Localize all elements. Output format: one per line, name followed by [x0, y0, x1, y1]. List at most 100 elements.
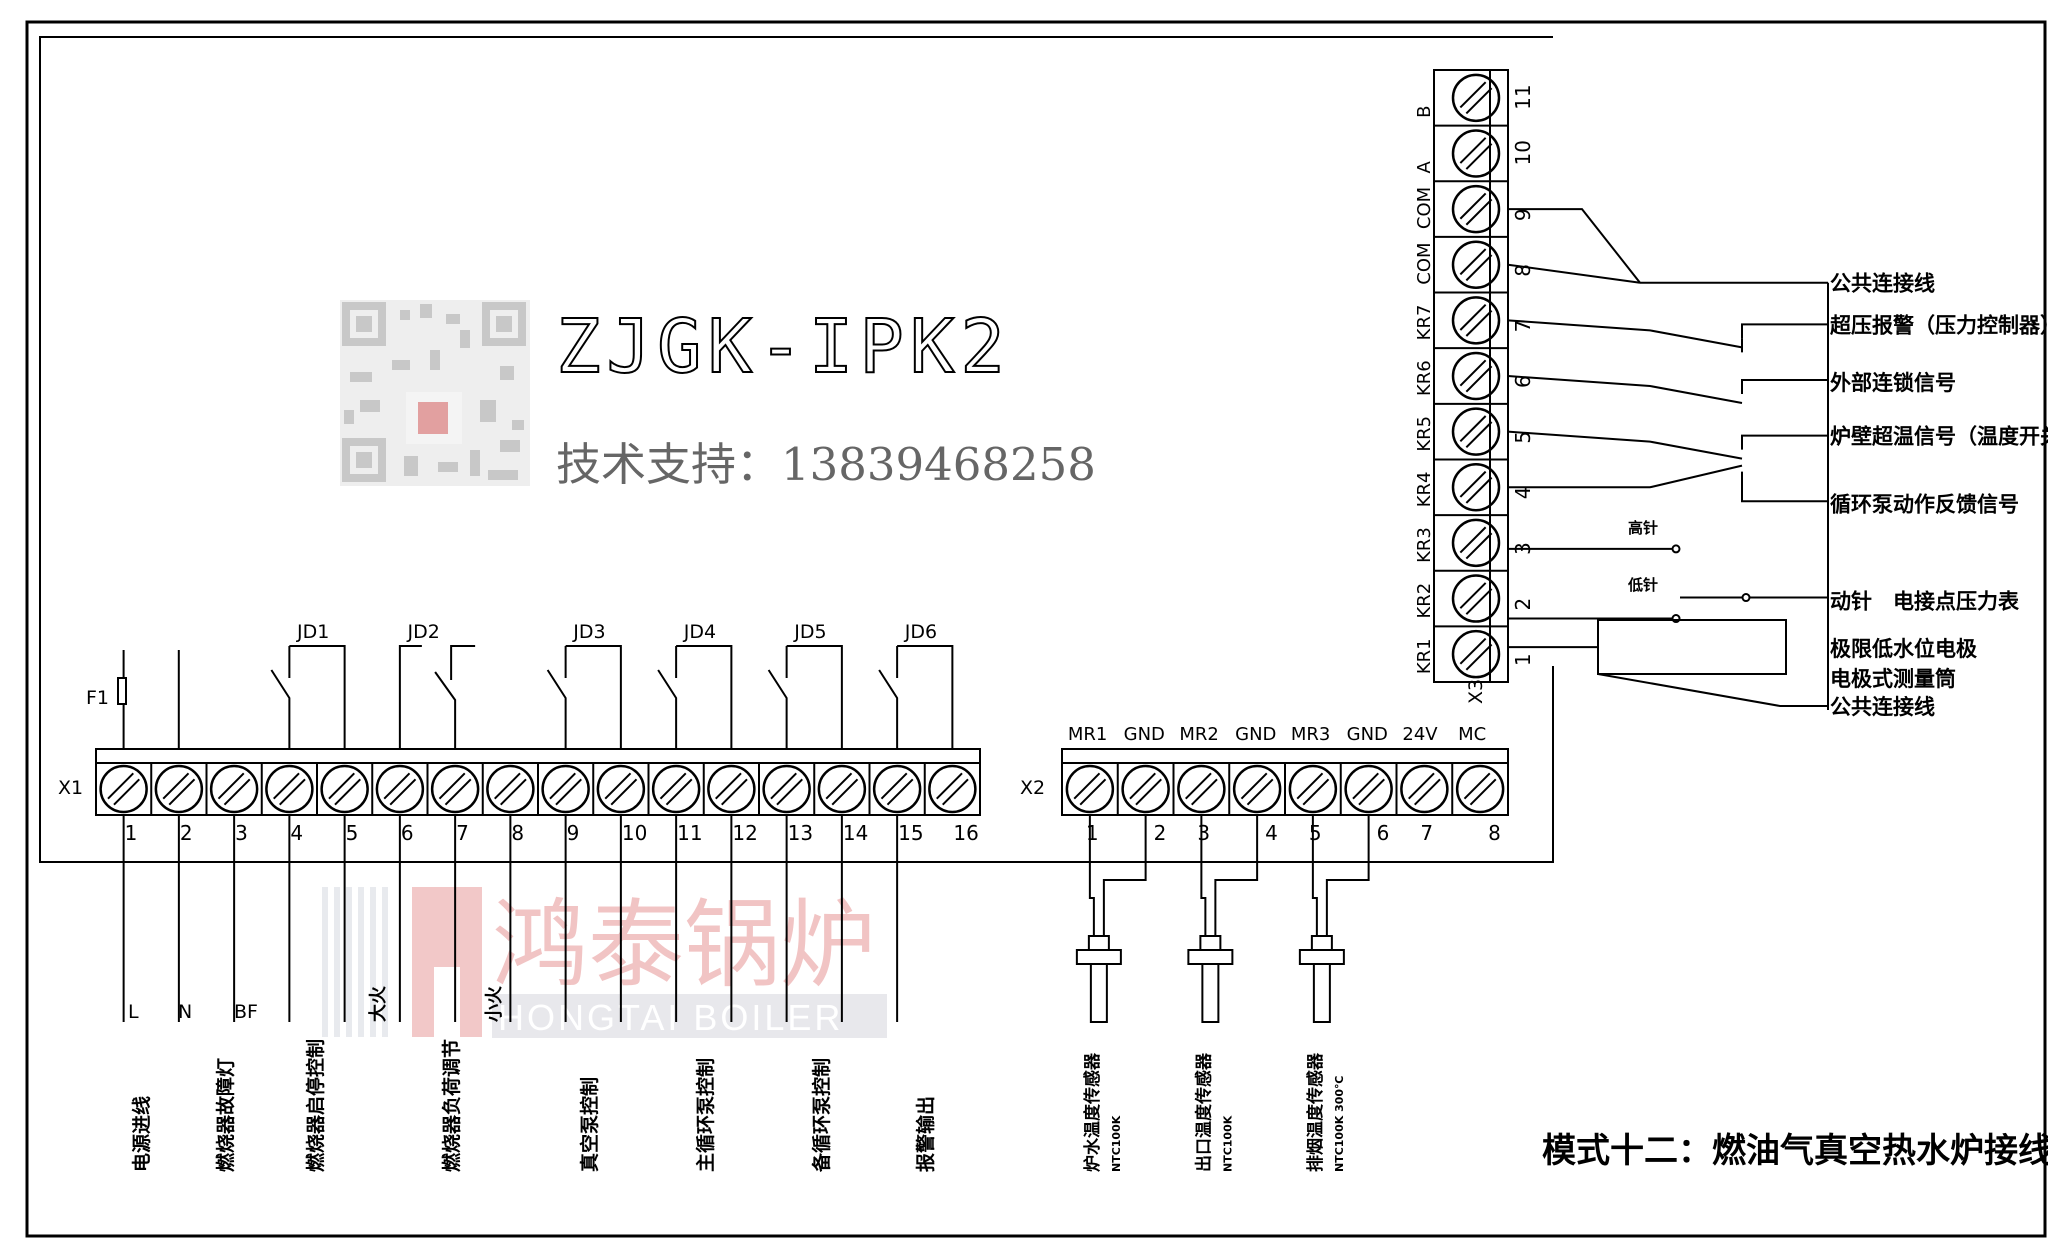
- x3-terminal-label: B: [1414, 105, 1435, 117]
- x2-header: MC: [1458, 724, 1486, 745]
- x1-terminal-number: 5: [346, 821, 359, 845]
- temperature-sensor: [1075, 815, 1147, 1023]
- watermark-en: HONGTAI BOILER: [498, 997, 843, 1038]
- relay-label: JD2: [407, 621, 440, 643]
- x1-terminal-number: 7: [456, 821, 469, 845]
- model-title: ZJGK-IPK2: [556, 304, 1011, 390]
- x3-screw: [1451, 518, 1501, 568]
- x1-label: X1: [58, 777, 83, 799]
- x3-terminal-number: 11: [1511, 84, 1535, 109]
- board-outline: [39, 36, 1554, 863]
- x1-screw: [541, 764, 590, 814]
- electrode-wiring: [1508, 619, 1828, 707]
- x1-screw: [430, 764, 480, 814]
- x2-terminal-number: 5: [1309, 821, 1322, 845]
- pressure-gauge-wiring: [1508, 544, 1828, 624]
- x3-terminal-label: A: [1414, 160, 1435, 173]
- x1-screw: [928, 764, 977, 814]
- x1-screw: [320, 764, 369, 814]
- x3-screw: [1451, 407, 1501, 456]
- needle-label-high: 高针: [1628, 519, 1658, 537]
- x2-screw: [1288, 764, 1338, 814]
- x3-screw: [1451, 463, 1501, 512]
- x1-terminal-number: 3: [235, 821, 248, 845]
- x3-right-label: 循环泵动作反馈信号: [1830, 492, 2019, 516]
- sensor-name: 排烟温度传感器: [1305, 1052, 1326, 1172]
- x1-screw: [99, 764, 148, 814]
- x2-header: MR2: [1179, 724, 1219, 745]
- x2-header: GND: [1124, 724, 1165, 745]
- x1-output-label: 燃烧器故障灯: [214, 1058, 237, 1172]
- x1-screw: [486, 764, 535, 814]
- x1-terminal-number: 12: [732, 821, 757, 845]
- support-text: 技术支持：13839468258: [556, 438, 1096, 491]
- relay-contact: [270, 645, 346, 749]
- x2-screw: [1400, 764, 1449, 814]
- x3-screw: [1451, 129, 1501, 178]
- x3-screw: [1451, 73, 1501, 123]
- x1-screw: [817, 764, 867, 814]
- x1-screw: [596, 764, 646, 814]
- x1-screw: [265, 764, 314, 814]
- sensor-name: 炉水温度传感器: [1082, 1052, 1103, 1172]
- x2-label: X2: [1020, 777, 1045, 799]
- x1-terminal-number: 6: [401, 821, 414, 845]
- x1-terminal-number: 16: [953, 821, 978, 845]
- x3-screw: [1451, 240, 1501, 289]
- fire-label-small: 小火: [484, 985, 505, 1022]
- x2-header: GND: [1235, 724, 1276, 745]
- x3-right-label: 公共连接线: [1830, 272, 1935, 296]
- x2-terminal-number: 2: [1154, 821, 1167, 845]
- relay-contact: [657, 645, 733, 749]
- x1-screw: [209, 764, 259, 814]
- x3-terminal-number: 2: [1511, 598, 1535, 611]
- x2-header: MR1: [1068, 724, 1108, 745]
- x3-label: X3: [1465, 679, 1487, 704]
- needle-label-low: 低针: [1627, 576, 1658, 594]
- power-input-wires: [122, 650, 180, 749]
- x2-header: GND: [1347, 724, 1388, 745]
- x1-screw: [651, 764, 701, 814]
- switch-wiring: [1507, 319, 1828, 503]
- x1-terminal-number: 9: [567, 821, 580, 845]
- watermark-cn: 鸿泰锅炉: [492, 889, 876, 1001]
- x1-terminal-number: 4: [290, 821, 303, 845]
- x1-screw: [762, 764, 811, 814]
- x2-terminal-number: 3: [1197, 821, 1210, 845]
- x2-screw: [1121, 764, 1170, 814]
- x1-screw: [154, 764, 204, 814]
- x3-screw: [1451, 184, 1501, 234]
- x3-right-label: 动针 电接点压力表: [1830, 590, 2020, 614]
- x1-terminal-number: 13: [788, 821, 813, 845]
- x3-right-label: 外部连锁信号: [1830, 371, 1956, 395]
- x1-output-label: 主循环泵控制: [694, 1058, 717, 1172]
- fire-label-big: 大火: [367, 985, 389, 1022]
- wire-letter-bf: BF: [234, 1001, 258, 1023]
- x1-screw: [872, 764, 922, 814]
- relay-contact: [546, 645, 622, 749]
- x2-terminal-number: 1: [1086, 821, 1099, 845]
- x3-right-label: 炉壁超温信号（温度开关）: [1830, 425, 2048, 449]
- fuse: [117, 677, 127, 705]
- x1-output-label: 燃烧器负荷调节: [440, 1039, 463, 1172]
- x2-screw: [1177, 764, 1226, 814]
- x3-screw: [1451, 574, 1501, 623]
- x1-terminal-number: 10: [622, 821, 647, 845]
- x3-right-label: 电极式测量筒: [1830, 667, 1956, 691]
- watermark: 鸿泰锅炉 HONGTAI BOILER: [322, 887, 887, 1038]
- relay-contact: [767, 645, 843, 749]
- x2-terminal-number: 7: [1420, 821, 1433, 845]
- x1-terminal-number: 8: [511, 821, 524, 845]
- x2-screw: [1232, 764, 1282, 814]
- sensor-spec: NTC100K: [1221, 1115, 1234, 1172]
- wire-letter-l: L: [128, 1001, 139, 1023]
- x1-terminal-number: 1: [125, 821, 138, 845]
- relay-label: JD5: [793, 621, 826, 643]
- temperature-sensor: [1187, 815, 1259, 1023]
- sensor-name: 出口温度传感器: [1193, 1052, 1214, 1172]
- x3-screw: [1451, 296, 1501, 345]
- x1-output-label: 电源进线: [130, 1096, 153, 1172]
